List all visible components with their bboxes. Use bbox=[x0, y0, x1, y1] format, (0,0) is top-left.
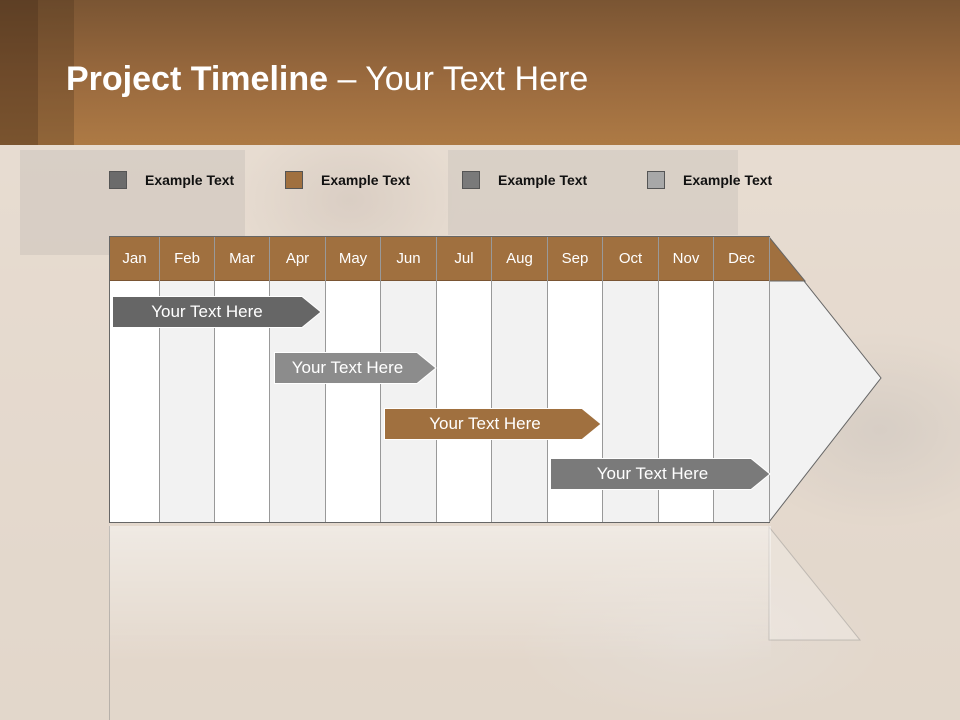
month-column: Jan bbox=[110, 237, 160, 522]
month-header[interactable]: Apr bbox=[270, 237, 325, 281]
task-bar-label: Your Text Here bbox=[291, 358, 404, 377]
legend-swatch bbox=[462, 171, 480, 189]
legend-swatch bbox=[285, 171, 303, 189]
task-bar-label: Your Text Here bbox=[596, 464, 709, 483]
month-header[interactable]: Jun bbox=[381, 237, 436, 281]
month-column: Nov bbox=[659, 237, 714, 522]
month-column: Mar bbox=[215, 237, 270, 522]
banner-accent-strip bbox=[38, 0, 74, 145]
timeline-reflection bbox=[109, 526, 771, 720]
legend-item[interactable]: Example Text bbox=[285, 170, 410, 190]
month-header[interactable]: Jan bbox=[110, 237, 159, 281]
legend-label: Example Text bbox=[683, 172, 773, 188]
task-bar-label: Your Text Here bbox=[151, 302, 263, 321]
legend-label: Example Text bbox=[498, 172, 588, 188]
month-column: Sep bbox=[548, 237, 603, 522]
slide-title-bold: Project Timeline bbox=[66, 60, 329, 98]
task-bar[interactable]: Your Text Here bbox=[274, 352, 437, 384]
month-header[interactable]: Oct bbox=[603, 237, 658, 281]
month-header[interactable]: Mar bbox=[215, 237, 269, 281]
month-column: Jul bbox=[437, 237, 492, 522]
month-header[interactable]: Jul bbox=[437, 237, 491, 281]
banner-accent-strip bbox=[0, 0, 38, 145]
month-header[interactable]: Feb bbox=[160, 237, 214, 281]
legend-item[interactable]: Example Text bbox=[647, 170, 772, 190]
legend-swatch bbox=[647, 171, 665, 189]
legend-item[interactable]: Example Text bbox=[109, 170, 234, 190]
slide-title-rest: – Your Text Here bbox=[328, 60, 589, 98]
task-bar-shape bbox=[274, 352, 437, 384]
month-column: Aug bbox=[492, 237, 548, 522]
month-header[interactable]: Nov bbox=[659, 237, 713, 281]
legend-swatch bbox=[109, 171, 127, 189]
task-bar-shape bbox=[112, 296, 322, 328]
legend-label: Example Text bbox=[321, 172, 411, 188]
month-column: Feb bbox=[160, 237, 215, 522]
month-header[interactable]: Sep bbox=[548, 237, 602, 281]
month-header[interactable]: Aug bbox=[492, 237, 547, 281]
legend-label: Example Text bbox=[145, 172, 235, 188]
task-bar-shape bbox=[550, 458, 771, 490]
task-bar-shape bbox=[384, 408, 602, 440]
task-bar[interactable]: Your Text Here bbox=[384, 408, 602, 440]
slide-title[interactable]: Project Timeline – Your Text Here bbox=[66, 60, 588, 99]
month-header[interactable]: May bbox=[326, 237, 380, 281]
task-bar[interactable]: Your Text Here bbox=[112, 296, 322, 328]
legend-item[interactable]: Example Text bbox=[462, 170, 587, 190]
task-bar-label: Your Text Here bbox=[429, 414, 541, 433]
title-banner: Project Timeline – Your Text Here bbox=[0, 0, 960, 145]
task-bar[interactable]: Your Text Here bbox=[550, 458, 771, 490]
month-header[interactable]: Dec bbox=[714, 237, 769, 281]
